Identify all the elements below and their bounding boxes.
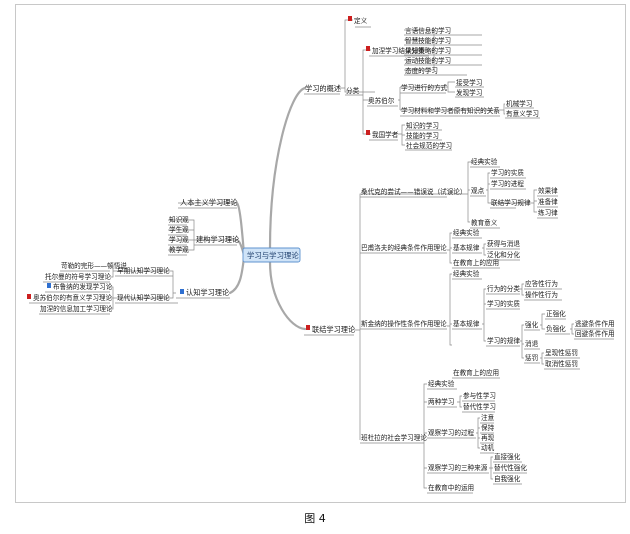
pavlov-basic-item[interactable]: 泛化和分化 xyxy=(487,250,520,259)
punishment-node[interactable]: 惩罚 xyxy=(525,353,538,362)
reinforcement-node[interactable]: 强化 xyxy=(525,320,539,329)
pavlov-basic-laws[interactable]: 基本规律 xyxy=(453,243,480,252)
skinner-basic-laws[interactable]: 基本规律 xyxy=(453,319,480,328)
punishment-item[interactable]: 取消性惩罚 xyxy=(545,359,578,368)
sources-item[interactable]: 直接强化 xyxy=(494,452,521,461)
scholar-item[interactable]: 知识的学习 xyxy=(406,121,439,130)
definition-node[interactable]: 定义 xyxy=(354,16,368,25)
relation-node[interactable]: 学习材料和学习者原有知识的关系 xyxy=(401,106,500,115)
sources-item[interactable]: 替代性强化 xyxy=(494,463,527,472)
relation-item[interactable]: 有意义学习 xyxy=(506,109,539,118)
constructivism-root[interactable]: 建构学习理论 xyxy=(196,235,240,244)
outcome-item[interactable]: 态度的学习 xyxy=(405,66,438,75)
pavlov-experiment[interactable]: 经典实验 xyxy=(453,228,480,237)
view-item[interactable]: 学习的进程 xyxy=(491,179,524,188)
way-node[interactable]: 学习进行的方式 xyxy=(401,83,448,92)
process-item[interactable]: 注意 xyxy=(481,413,495,422)
relation-item[interactable]: 机械学习 xyxy=(506,99,532,108)
pavlov-node[interactable]: 巴甫洛夫的经典条件作用理论 xyxy=(361,243,447,252)
by-outcome-marker-icon xyxy=(366,46,370,51)
negative-item[interactable]: 逃避条件作用 xyxy=(575,319,615,328)
chinese-scholars-marker-icon xyxy=(366,130,370,135)
chinese-scholars-node[interactable]: 我国学者 xyxy=(372,130,399,139)
bandura-experiment[interactable]: 经典实验 xyxy=(428,379,455,388)
thorndike-node[interactable]: 桑代克的尝试——错误说（试误论） xyxy=(361,187,467,196)
behaviorism-marker-icon xyxy=(306,325,310,330)
constructivism-item[interactable]: 知识观 xyxy=(169,215,189,224)
cognitivism-marker-icon xyxy=(180,289,184,294)
center-node-label: 学习与学习理论 xyxy=(247,251,299,260)
bandura-node[interactable]: 班杜拉的社会学习理论 xyxy=(361,433,427,442)
modern-item[interactable]: 加涅的信息加工学习理论 xyxy=(40,304,113,313)
branch-curve-cognitivism xyxy=(228,255,246,295)
by-outcome-node[interactable]: 加涅学习结果分类 xyxy=(372,46,425,55)
thorndike-experiment[interactable]: 经典实验 xyxy=(471,157,498,166)
extinction-node[interactable]: 消退 xyxy=(525,339,539,348)
overview-root[interactable]: 学习的概述 xyxy=(305,84,341,93)
ausubel-marker-icon xyxy=(27,294,31,299)
early-item[interactable]: 托尔曼的符号学习理论 xyxy=(45,272,111,281)
thorndike-education[interactable]: 教育意义 xyxy=(471,218,498,227)
way-item[interactable]: 接受学习 xyxy=(456,78,482,87)
branch-curve-behaviorism xyxy=(268,260,307,331)
modern-cognitive-node[interactable]: 现代认知学习理论 xyxy=(117,293,170,302)
outcome-item[interactable]: 智慧技能的学习 xyxy=(405,36,451,45)
early-item[interactable]: 苛勒的完形——顿悟说 xyxy=(61,261,127,270)
two-kinds-node[interactable]: 两种学习 xyxy=(428,397,454,406)
process-node[interactable]: 观察学习的过程 xyxy=(428,428,475,437)
outcome-item[interactable]: 运动技能的学习 xyxy=(405,56,451,65)
definition-marker-icon xyxy=(348,16,352,21)
outcome-item[interactable]: 言语信息的学习 xyxy=(405,26,451,35)
modern-item[interactable]: 奥苏伯尔的有意义学习理论 xyxy=(33,293,113,302)
two-kinds-item[interactable]: 参与性学习 xyxy=(463,391,496,400)
learning-essence[interactable]: 学习的实质 xyxy=(487,299,520,308)
center-node[interactable] xyxy=(242,247,301,263)
way-item[interactable]: 发现学习 xyxy=(456,88,482,97)
constructivism-item[interactable]: 教学观 xyxy=(169,245,189,254)
skinner-node[interactable]: 斯金纳的操作性条件作用理论 xyxy=(361,319,447,328)
bandura-education[interactable]: 在教育中的运用 xyxy=(428,483,474,492)
mindmap-frame xyxy=(15,4,626,503)
pavlov-education[interactable]: 在教育上的应用 xyxy=(453,258,499,267)
thorndike-laws[interactable]: 联结学习规律 xyxy=(491,198,531,207)
pavlov-basic-item[interactable]: 获得与消退 xyxy=(487,239,520,248)
constructivism-item[interactable]: 学生观 xyxy=(169,225,189,234)
law-item[interactable]: 准备律 xyxy=(538,197,558,206)
classification-node[interactable]: 分类 xyxy=(346,86,360,95)
skinner-education[interactable]: 在教育上的应用 xyxy=(453,368,499,377)
negative-item[interactable]: 回避条件作用 xyxy=(575,329,615,338)
punishment-item[interactable]: 呈现性惩罚 xyxy=(545,348,578,357)
law-item[interactable]: 效果律 xyxy=(538,186,558,195)
classification-item[interactable]: 应答性行为 xyxy=(525,279,558,288)
branch-curve-overview xyxy=(268,86,307,250)
constructivism-item[interactable]: 学习观 xyxy=(169,235,189,244)
sources-node[interactable]: 观察学习的三种来源 xyxy=(428,463,488,472)
negative-reinforcement[interactable]: 负强化 xyxy=(546,324,566,333)
scholar-item[interactable]: 技能的学习 xyxy=(406,131,439,140)
sources-item[interactable]: 自我强化 xyxy=(494,474,521,483)
learning-laws[interactable]: 学习的规律 xyxy=(487,336,520,345)
thorndike-view[interactable]: 观点 xyxy=(471,187,485,195)
ausubel-node[interactable]: 奥苏伯尔 xyxy=(368,96,395,105)
bruner-marker-icon xyxy=(47,283,51,288)
skinner-experiment[interactable]: 经典实验 xyxy=(453,269,480,278)
classification-item[interactable]: 操作性行为 xyxy=(525,290,558,299)
process-item[interactable]: 动机 xyxy=(481,443,495,452)
behavior-classification[interactable]: 行为的分类 xyxy=(487,284,520,293)
figure-caption: 图 4 xyxy=(304,512,326,525)
behaviorism-root[interactable]: 联结学习理论 xyxy=(312,325,356,334)
two-kinds-item[interactable]: 替代性学习 xyxy=(463,402,496,411)
view-item[interactable]: 学习的实质 xyxy=(491,168,524,177)
outcome-item[interactable]: 认知策略的学习 xyxy=(405,46,451,55)
positive-reinforcement[interactable]: 正强化 xyxy=(546,309,566,318)
process-item[interactable]: 保持 xyxy=(481,423,495,432)
process-item[interactable]: 再现 xyxy=(481,434,495,442)
law-item[interactable]: 练习律 xyxy=(538,208,558,217)
early-cognitive-node[interactable]: 早期认知学习理论 xyxy=(117,266,170,275)
cognitivism-root[interactable]: 认知学习理论 xyxy=(186,288,230,297)
scholar-item[interactable]: 社会规范的学习 xyxy=(406,141,452,150)
humanism-root[interactable]: 人本主义学习理论 xyxy=(180,198,238,207)
modern-item[interactable]: 布鲁纳的发现学习论 xyxy=(53,282,113,291)
